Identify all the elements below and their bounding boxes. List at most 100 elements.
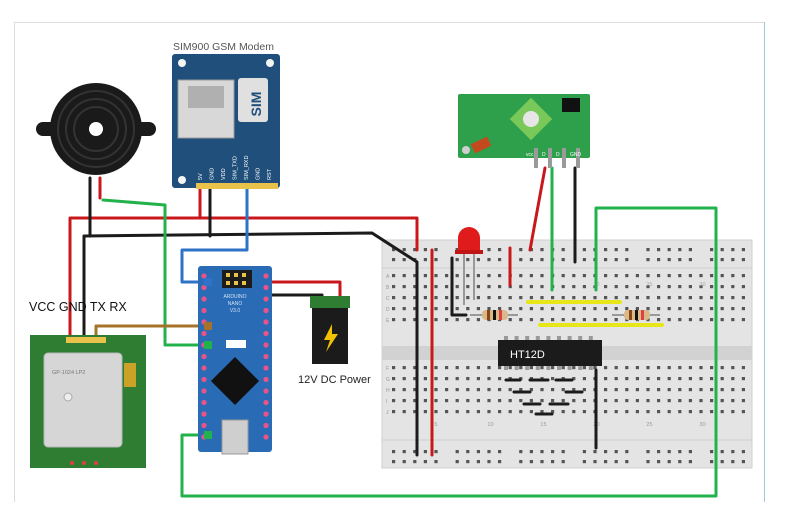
breadboard-hole xyxy=(455,248,459,252)
breadboard-hole xyxy=(434,366,438,370)
breadboard-hole xyxy=(731,258,735,262)
breadboard-hole xyxy=(710,450,714,454)
breadboard-hole xyxy=(572,307,576,311)
breadboard-hole xyxy=(582,366,586,370)
breadboard-hole xyxy=(699,399,703,403)
breadboard-hole xyxy=(519,460,523,464)
breadboard-hole xyxy=(593,318,597,322)
breadboard-hole xyxy=(699,366,703,370)
modem-pin-label: SIM_TXD xyxy=(233,156,239,180)
breadboard-hole xyxy=(476,258,480,262)
breadboard-column-label: 30 xyxy=(699,282,705,288)
breadboard-hole xyxy=(402,258,406,262)
breadboard-hole xyxy=(625,399,629,403)
breadboard-hole xyxy=(466,307,470,311)
breadboard-row-label: F xyxy=(386,366,389,372)
icsp-pin xyxy=(234,273,238,277)
breadboard-hole xyxy=(731,450,735,454)
breadboard-hole xyxy=(413,460,417,464)
modem-sim-label: SIM xyxy=(248,92,264,117)
breadboard-hole xyxy=(710,460,714,464)
wire-red-5v-bus xyxy=(68,216,419,342)
breadboard-hole xyxy=(625,285,629,289)
frame-right-line xyxy=(764,22,765,502)
breadboard-hole xyxy=(487,248,491,252)
breadboard-hole xyxy=(529,258,533,262)
breadboard-hole xyxy=(487,377,491,381)
breadboard-hole xyxy=(604,450,608,454)
nano-pin xyxy=(201,284,207,291)
breadboard-hole xyxy=(572,410,576,414)
breadboard-hole xyxy=(466,285,470,289)
power-label: 12V DC Power xyxy=(298,374,371,386)
breadboard-hole xyxy=(540,258,544,262)
breadboard-hole xyxy=(476,460,480,464)
breadboard-hole xyxy=(667,274,671,278)
breadboard-hole xyxy=(476,318,480,322)
breadboard-hole xyxy=(540,366,544,370)
breadboard-hole xyxy=(392,258,396,262)
breadboard-hole xyxy=(635,410,639,414)
breadboard-hole xyxy=(519,307,523,311)
breadboard-hole xyxy=(625,274,629,278)
breadboard-hole xyxy=(445,399,449,403)
breadboard-hole xyxy=(646,274,650,278)
breadboard-column-label: 25 xyxy=(646,282,652,288)
breadboard-hole xyxy=(678,318,682,322)
breadboard-hole xyxy=(614,258,618,262)
breadboard-hole xyxy=(635,388,639,392)
breadboard-row-label: G xyxy=(386,377,390,383)
breadboard-hole xyxy=(434,248,438,252)
breadboard-hole xyxy=(455,399,459,403)
wire-red-rf-vcc xyxy=(528,166,547,252)
breadboard-hole xyxy=(678,410,682,414)
breadboard-hole xyxy=(688,460,692,464)
breadboard-row-label: C xyxy=(386,296,390,302)
breadboard-hole xyxy=(423,410,427,414)
breadboard-hole xyxy=(561,296,565,300)
breadboard-hole xyxy=(392,399,396,403)
breadboard-hole xyxy=(413,274,417,278)
breadboard-hole xyxy=(476,450,480,454)
breadboard-hole xyxy=(688,258,692,262)
breadboard-hole xyxy=(604,307,608,311)
breadboard-hole xyxy=(635,285,639,289)
breadboard-row-label: A xyxy=(386,274,390,280)
breadboard-hole xyxy=(741,274,745,278)
breadboard-hole xyxy=(498,366,502,370)
breadboard-hole xyxy=(487,366,491,370)
breadboard-hole xyxy=(392,377,396,381)
breadboard-hole xyxy=(519,296,523,300)
breadboard-hole xyxy=(582,410,586,414)
breadboard-hole xyxy=(699,318,703,322)
ic-leg xyxy=(588,336,593,340)
breadboard-hole xyxy=(498,248,502,252)
breadboard-hole xyxy=(529,388,533,392)
breadboard-hole xyxy=(614,366,618,370)
nano-pin xyxy=(263,319,269,325)
breadboard-hole xyxy=(434,318,438,322)
breadboard-hole xyxy=(678,399,682,403)
breadboard-hole xyxy=(710,318,714,322)
breadboard-hole xyxy=(720,410,724,414)
ic-leg xyxy=(504,366,508,370)
breadboard-hole xyxy=(741,296,745,300)
breadboard-hole xyxy=(572,318,576,322)
breadboard-hole xyxy=(688,274,692,278)
breadboard-hole xyxy=(720,285,724,289)
breadboard-hole xyxy=(731,318,735,322)
led-icon xyxy=(455,227,483,305)
breadboard-hole xyxy=(445,274,449,278)
breadboard-hole xyxy=(487,296,491,300)
breadboard-hole xyxy=(678,274,682,278)
breadboard-hole xyxy=(551,377,555,381)
breadboard-hole xyxy=(720,366,724,370)
breadboard-hole xyxy=(402,318,406,322)
breadboard-hole xyxy=(625,388,629,392)
breadboard-hole xyxy=(625,307,629,311)
breadboard-column-label: 5 xyxy=(434,422,437,428)
breadboard-hole xyxy=(710,296,714,300)
icsp-pin xyxy=(226,281,230,285)
